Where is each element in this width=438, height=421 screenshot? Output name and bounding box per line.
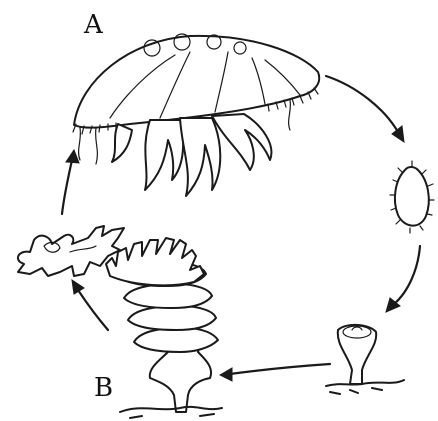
arrow-ephyra-to-medusa: [62, 160, 72, 214]
medusa-illustration: [73, 34, 319, 196]
label-a: A: [83, 10, 104, 40]
planula-illustration: [390, 161, 434, 233]
arrow-polyp-to-strobila: [230, 364, 330, 374]
arrow-medusa-to-planula: [326, 76, 398, 132]
polyp-illustration: [326, 325, 404, 394]
arrow-planula-to-polyp: [394, 246, 420, 304]
arrow-strobila-to-ephyra: [78, 290, 108, 330]
arrow-head-icon: [66, 150, 79, 163]
strobila-illustration: [106, 238, 222, 418]
label-b: B: [94, 373, 113, 403]
arrow-head-icon: [220, 368, 232, 381]
arrow-head-icon: [72, 280, 84, 294]
arrow-head-icon: [392, 126, 404, 142]
